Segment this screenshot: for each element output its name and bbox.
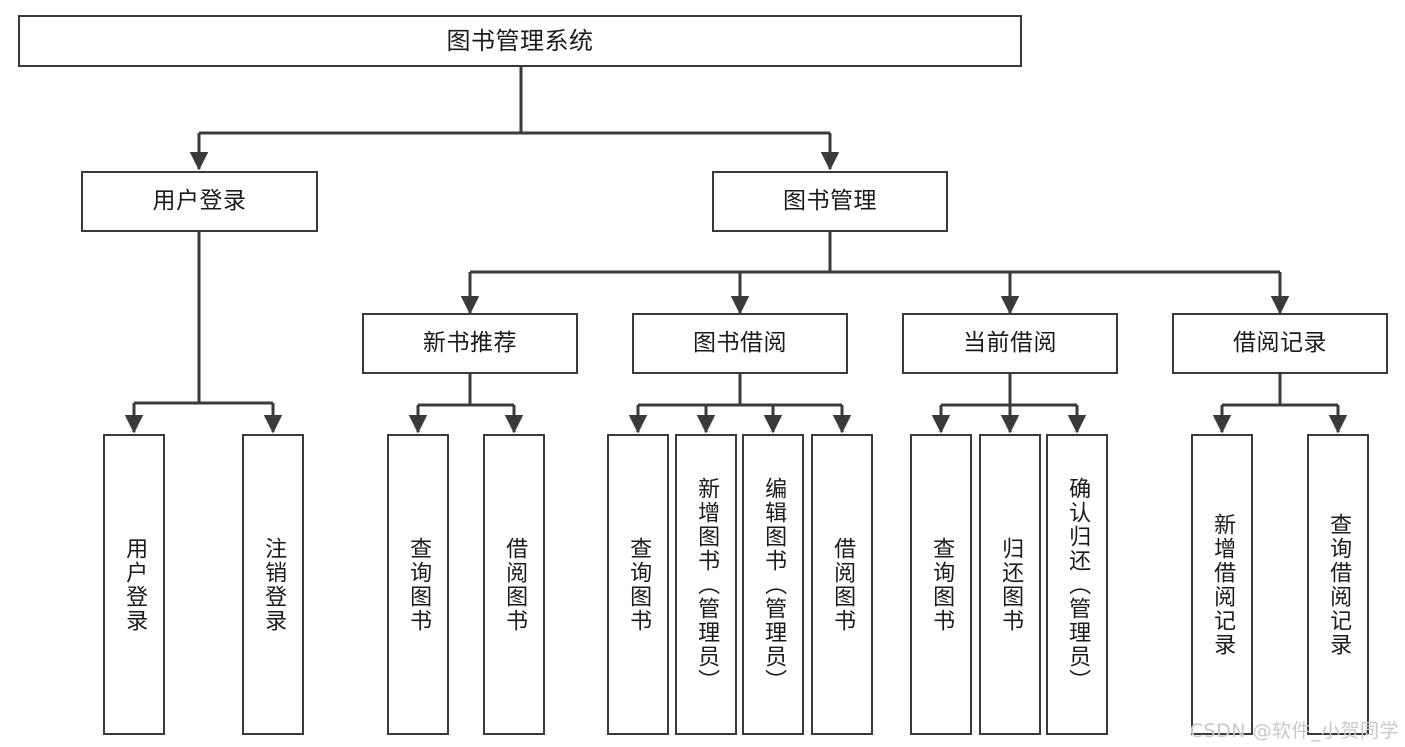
node-book-management[interactable]: 图书管理 xyxy=(712,171,948,232)
node-label: 借阅图书 xyxy=(502,536,528,633)
node-label: 图书管理系统 xyxy=(446,26,594,55)
node-label: 新增图书（管理员） xyxy=(694,476,720,693)
leaf-record-add-record[interactable]: 新增借阅记录 xyxy=(1191,434,1253,735)
node-borrow-record[interactable]: 借阅记录 xyxy=(1172,313,1388,374)
leaf-user-login[interactable]: 用户登录 xyxy=(103,434,165,735)
node-book-borrow[interactable]: 图书借阅 xyxy=(632,313,848,374)
node-label: 查询图书 xyxy=(406,536,432,633)
node-user-login[interactable]: 用户登录 xyxy=(81,171,318,232)
node-label: 借阅图书 xyxy=(830,536,856,633)
node-label: 编辑图书（管理员） xyxy=(761,476,787,693)
node-label: 查询图书 xyxy=(929,536,955,633)
leaf-user-logout[interactable]: 注销登录 xyxy=(242,434,304,735)
leaf-borrow-add-book-admin[interactable]: 新增图书（管理员） xyxy=(675,434,737,735)
node-label: 图书管理 xyxy=(783,187,877,214)
node-label: 注销登录 xyxy=(261,536,287,633)
node-root-system[interactable]: 图书管理系统 xyxy=(18,15,1022,67)
leaf-borrow-borrow-book[interactable]: 借阅图书 xyxy=(811,434,873,735)
leaf-borrow-query-book[interactable]: 查询图书 xyxy=(607,434,669,735)
leaf-borrow-edit-book-admin[interactable]: 编辑图书（管理员） xyxy=(742,434,804,735)
node-label: 新书推荐 xyxy=(423,329,517,356)
leaf-recommend-borrow-book[interactable]: 借阅图书 xyxy=(483,434,545,735)
leaf-current-confirm-return-admin[interactable]: 确认归还（管理员） xyxy=(1046,434,1108,735)
leaf-record-query-record[interactable]: 查询借阅记录 xyxy=(1307,434,1369,735)
leaf-current-return-book[interactable]: 归还图书 xyxy=(979,434,1041,735)
leaf-recommend-query-book[interactable]: 查询图书 xyxy=(387,434,449,735)
node-label: 确认归还（管理员） xyxy=(1065,476,1091,693)
node-current-borrow[interactable]: 当前借阅 xyxy=(902,313,1118,374)
leaf-current-query-book[interactable]: 查询图书 xyxy=(910,434,972,735)
node-new-book-recommend[interactable]: 新书推荐 xyxy=(362,313,578,374)
node-label: 图书借阅 xyxy=(693,329,787,356)
node-label: 当前借阅 xyxy=(963,329,1057,356)
node-label: 查询图书 xyxy=(626,536,652,633)
node-label: 用户登录 xyxy=(122,536,148,633)
node-label: 借阅记录 xyxy=(1233,329,1327,356)
node-label: 用户登录 xyxy=(152,187,247,214)
watermark: CSDN @软件_小贺同学 xyxy=(1189,720,1399,742)
node-label: 归还图书 xyxy=(998,536,1024,633)
node-label: 新增借阅记录 xyxy=(1210,512,1236,657)
node-label: 查询借阅记录 xyxy=(1326,512,1352,657)
